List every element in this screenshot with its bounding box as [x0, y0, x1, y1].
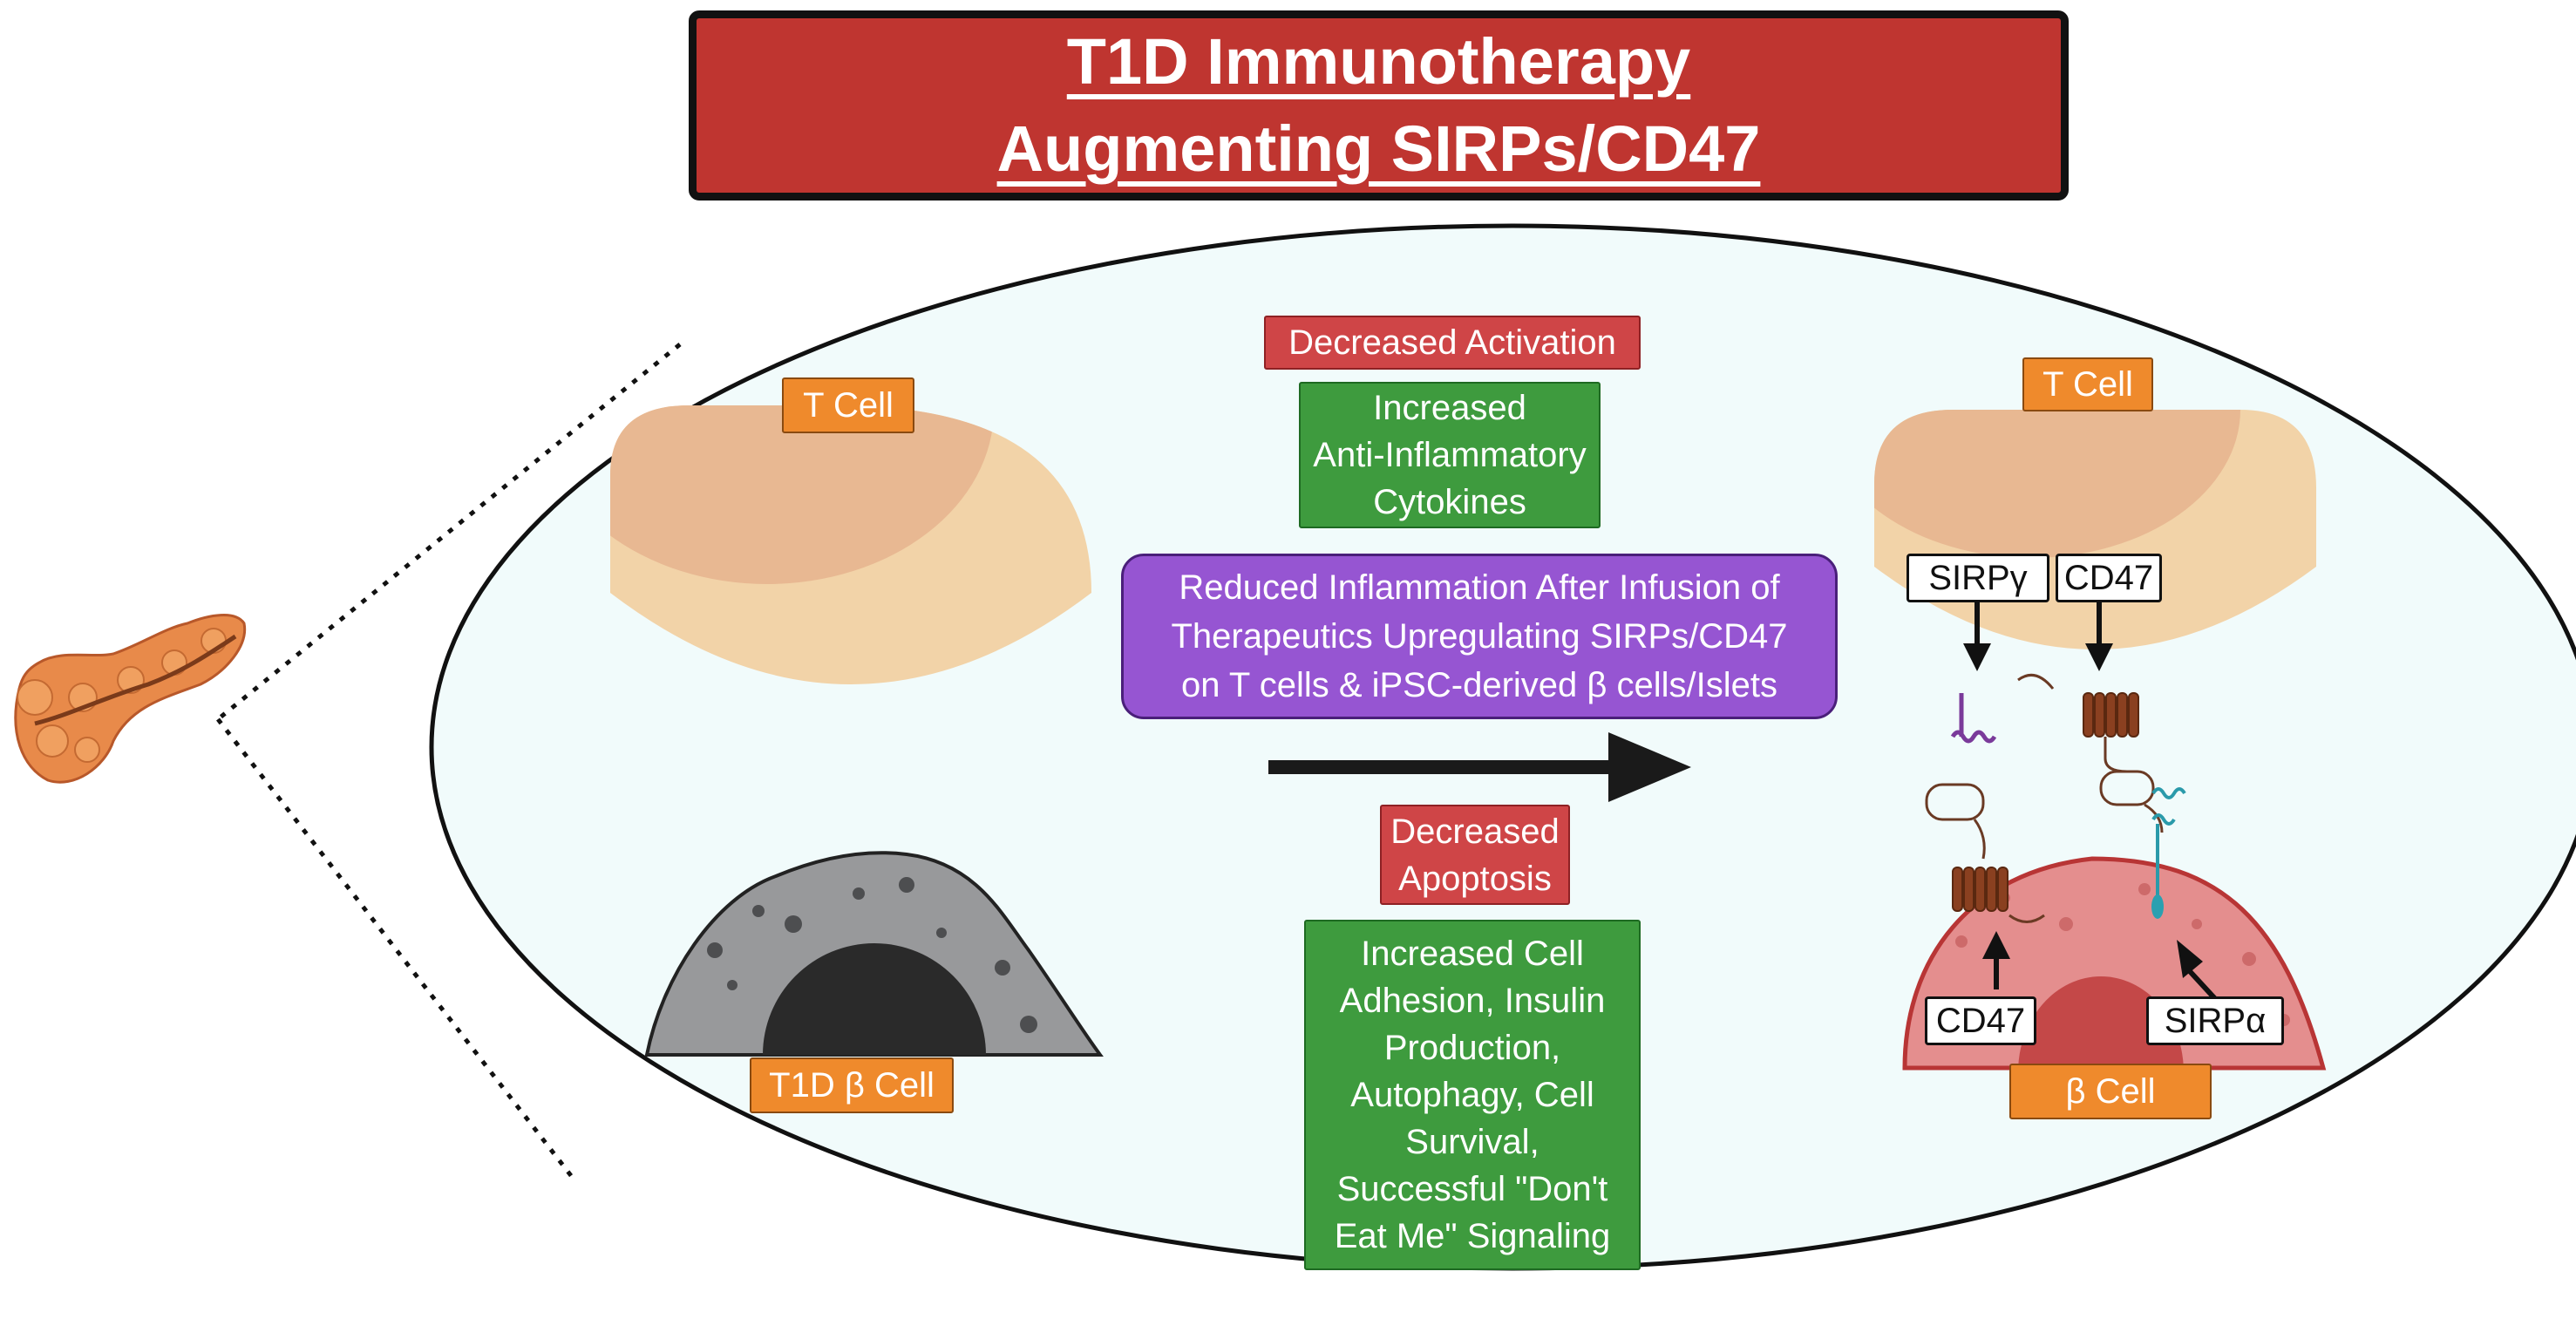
title-line-2: Augmenting SIRPs/CD47 [996, 112, 1761, 185]
cytokines-line-2: Anti-Inflammatory [1313, 436, 1587, 474]
main-message-line-1: Reduced Inflammation After Infusion of [1179, 568, 1780, 607]
benefits-line-7: Eat Me" Signaling [1334, 1217, 1611, 1255]
apoptosis-line-2: Apoptosis [1398, 859, 1552, 898]
benefits-line-4: Autophagy, Cell [1350, 1076, 1594, 1114]
t1d-beta-cell-label: T1D β Cell [750, 1057, 954, 1113]
benefits-line-6: Successful "Don't [1336, 1170, 1608, 1208]
progression-arrow [1268, 732, 1691, 802]
benefits-line-1: Increased Cell [1361, 935, 1584, 973]
sirp-alpha-label: SIRPα [2146, 996, 2284, 1045]
sirp-alpha-protein [2151, 787, 2186, 919]
beta-cell-label: β Cell [2009, 1064, 2212, 1119]
decreased-activation-label: Decreased Activation [1264, 316, 1641, 370]
sirp-gamma-label: SIRPγ [1907, 554, 2049, 602]
title-banner: T1D Immunotherapy Augmenting SIRPs/CD47 [689, 10, 2069, 201]
main-message-line-2: Therapeutics Upregulating SIRPs/CD47 [1171, 617, 1788, 656]
main-message-box: Reduced Inflammation After Infusion of T… [1121, 554, 1838, 719]
t1d-beta-cell [644, 851, 1104, 1057]
zoom-line-top [216, 343, 682, 721]
benefits-line-2: Adhesion, Insulin [1339, 982, 1606, 1020]
pancreas-illustration [14, 614, 247, 784]
left-t-cell [610, 405, 1091, 684]
sirp-gamma-protein [1950, 693, 1997, 744]
pointer-arrows [1963, 597, 2221, 1005]
left-t-cell-label: T Cell [782, 377, 914, 433]
benefits-line-3: Production, [1383, 1029, 1561, 1067]
cell-benefits-box: Increased Cell Adhesion, Insulin Product… [1304, 920, 1641, 1270]
cd47-beta-cell-label: CD47 [1925, 996, 2036, 1045]
cytokines-line-3: Cytokines [1373, 483, 1526, 521]
main-message-line-3: on T cells & iPSC-derived β cells/Islets [1180, 666, 1777, 704]
cd47-t-cell-label: CD47 [2056, 554, 2162, 602]
cytokines-line-1: Increased [1373, 389, 1526, 427]
anti-inflammatory-cytokines-box: Increased Anti-Inflammatory Cytokines [1299, 382, 1601, 528]
apoptosis-line-1: Decreased [1390, 812, 1560, 851]
cd47-protein-t-cell [2017, 673, 2164, 833]
benefits-line-5: Survival, [1405, 1123, 1539, 1161]
decreased-apoptosis-label: Decreased Apoptosis [1380, 805, 1570, 905]
cd47-protein-beta-cell [1925, 783, 2045, 923]
right-t-cell-label: T Cell [2022, 357, 2153, 411]
title-line-1: T1D Immunotherapy [1066, 25, 1691, 98]
